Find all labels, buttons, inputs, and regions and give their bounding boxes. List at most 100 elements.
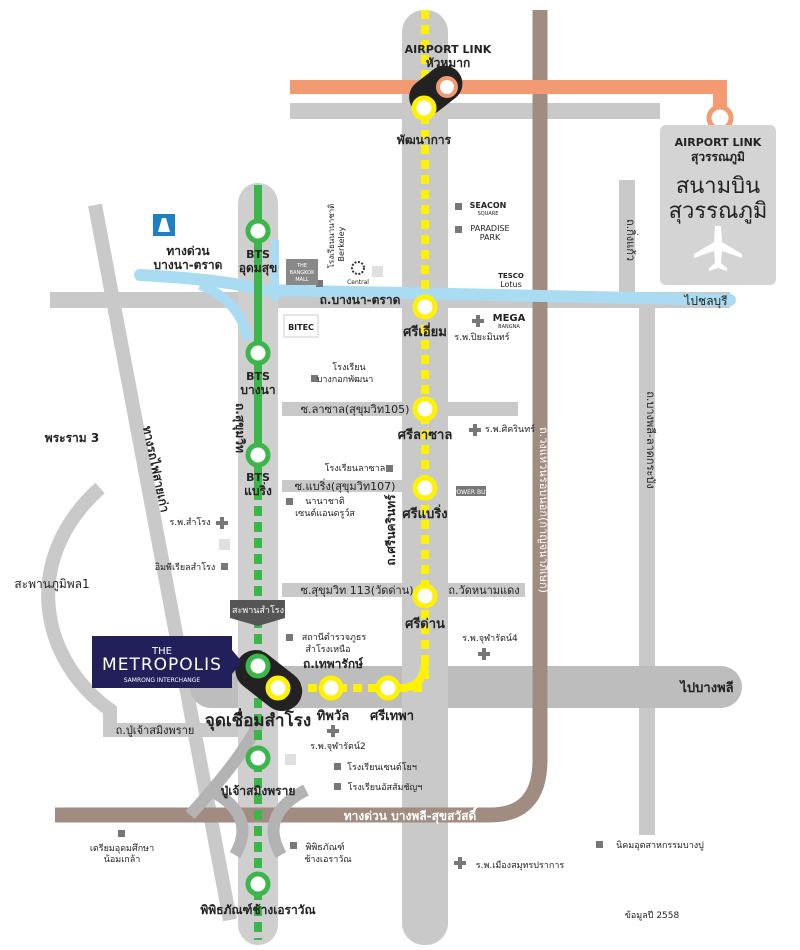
bangkok-mall-label-3: MALL bbox=[295, 277, 309, 283]
assumption-marker bbox=[334, 783, 341, 790]
sri-iam-label: ศรีเอี่ยม bbox=[403, 322, 447, 340]
police-marker bbox=[286, 634, 293, 641]
st-joseph-marker bbox=[334, 763, 341, 770]
sri-thepha-label: ศรีเทพา bbox=[370, 708, 414, 724]
st-joseph-label: โรงเรียนเซนต์โยฯ bbox=[347, 761, 417, 773]
interchange-ramps bbox=[185, 722, 309, 858]
chularat4-label: ร.พ.จุฬารัตน์4 bbox=[462, 632, 518, 644]
hospital-icon bbox=[469, 424, 481, 436]
station-sri-iam bbox=[412, 294, 438, 320]
assumption-label: โรงเรียนอัสสัมชัญฯ bbox=[348, 782, 423, 793]
st-andrews-label-2: เซนต์แอนดรูว์ส bbox=[295, 507, 355, 519]
expressway-bangna-label-1: ทางด่วน bbox=[166, 244, 210, 258]
to-chonburi-label: ไปชลบุรี bbox=[683, 294, 728, 309]
airport-box bbox=[660, 125, 776, 285]
bangkok-mall-label-2: BANGKOK bbox=[290, 270, 315, 276]
hospital-icon bbox=[327, 725, 339, 737]
expressway-bangphli-label: ทางด่วน บางพลี-สุขสวัสดิ์ bbox=[344, 807, 478, 824]
erawan-label-2: ช้างเอราวัณ bbox=[304, 854, 351, 865]
erawan-marker bbox=[290, 842, 297, 849]
bhumibol-bridge-label: สะพานภูมิพล1 bbox=[14, 577, 89, 592]
pu-chao-road-label: ถ.ปู่เจ้าสมิงพราย bbox=[116, 724, 195, 737]
triam-label-2: น้อมเกล้า bbox=[104, 854, 141, 865]
pattanakarn-station bbox=[411, 95, 437, 121]
berkeley-label-1: โรงเรียนนานาชาติ bbox=[326, 204, 336, 269]
brand-name: METROPOLIS bbox=[102, 655, 222, 675]
station-sri-bearing bbox=[412, 475, 438, 501]
triam-label-1: เตรียมอุดมศึกษา bbox=[90, 843, 154, 854]
muang-samut-label: ร.พ.เมืองสมุทรปราการ bbox=[476, 860, 565, 871]
lasalle-school-marker bbox=[386, 465, 393, 472]
sri-lasalle-label: ศรีลาซาล bbox=[398, 427, 453, 443]
samrong-interchange-label: จุดเชื่อมสำโรง bbox=[205, 708, 311, 731]
bts-bangna-label-1: BTS bbox=[246, 370, 270, 383]
bangkok-mall-label-1: THE bbox=[296, 263, 307, 269]
erawan-label-1: พิพิธภัณฑ์ bbox=[305, 841, 344, 853]
bangkok-pattana-label-1: โรงเรียน bbox=[332, 362, 365, 373]
samrong-hospital-icon bbox=[219, 539, 230, 550]
station-pu-chao bbox=[245, 745, 271, 771]
station-sri-thepha bbox=[375, 675, 401, 701]
tesco-label-1: TESCO bbox=[498, 272, 524, 280]
st-andrews-label-1: นานาชาติ bbox=[305, 496, 345, 507]
sukhumvit-label: ถ.สุขุมวิท bbox=[232, 403, 247, 453]
bts-stations bbox=[245, 218, 271, 897]
imperial-marker bbox=[221, 563, 228, 570]
bangna-trad-label: ถ.บางนา-ตราด bbox=[320, 293, 401, 307]
brand-tagline: SAMRONG INTERCHANGE bbox=[124, 677, 201, 684]
bangkok-pattana-label-2: บางกอกพัฒนา bbox=[317, 375, 374, 385]
station-bearing bbox=[245, 442, 271, 468]
police-label-2: สำโรงเหนือ bbox=[305, 644, 350, 655]
sukhumvit113-label: ซ.สุขุมวิท 113(วัดด่าน) bbox=[300, 584, 413, 597]
paradise-marker bbox=[455, 226, 462, 233]
hospital-icon bbox=[478, 648, 490, 660]
hospital-icon bbox=[454, 857, 466, 869]
hua-mak-airport-link-label: AIRPORT LINK bbox=[405, 43, 492, 56]
bangkok-pattana-marker bbox=[311, 375, 318, 382]
brand-name-small: THE bbox=[151, 646, 172, 657]
bangkok-mall-logo bbox=[286, 259, 318, 285]
sikarin-label: ร.พ.ศิครินทร์ bbox=[485, 423, 535, 435]
expressway-bangna-ramp bbox=[198, 280, 253, 342]
airport-name-line1: สนามบิน bbox=[676, 174, 760, 199]
bts-udomsuk-label-2: อุดมสุข bbox=[239, 261, 277, 276]
station-udomsuk bbox=[245, 218, 271, 244]
triam-marker bbox=[118, 830, 125, 837]
mega-label-2: BANGNA bbox=[498, 324, 520, 330]
seacon-marker bbox=[455, 203, 462, 210]
bangpoo-label: นิคมอุตสาหกรรมบางปู bbox=[616, 840, 704, 851]
bts-bearing-label-1: BTS bbox=[246, 471, 270, 484]
suvarnabhumi-station-label: สุวรรณภูมิ bbox=[691, 150, 745, 165]
outer-ring-label: ถ.วงแหวนรอบนอก(กาญจนาภิเษก) bbox=[537, 427, 550, 593]
samrong-bridge-marker bbox=[230, 600, 285, 626]
hospital-icon bbox=[216, 517, 228, 529]
piyamin-label: ร.พ.ปิยะมินทร์ bbox=[454, 331, 509, 343]
samrong-bridge-label: สะพานสำโรง bbox=[232, 605, 284, 616]
station-sri-dan bbox=[412, 583, 438, 609]
hospital-markers bbox=[216, 315, 490, 869]
imperial-label: อิมพีเรียลสำโรง bbox=[155, 562, 216, 573]
police-label-1: สถานีตำรวจภูธร bbox=[302, 632, 367, 643]
wat-nam-daeng-label: ถ.วัดหนามแดง bbox=[448, 584, 519, 597]
airplane-icon bbox=[694, 226, 742, 271]
central-label: Central bbox=[347, 279, 369, 286]
bts-bangna-label-2: บางนา bbox=[240, 383, 275, 397]
king-kaew-label: ถ.กิ่งแก้ว bbox=[624, 219, 639, 261]
station-bangna bbox=[245, 340, 271, 366]
paradise-label-2: PARK bbox=[480, 233, 501, 242]
station-sri-lasalle bbox=[412, 396, 438, 422]
berkeley-label-2: Berkeley bbox=[337, 226, 346, 261]
expressway-icon bbox=[153, 214, 175, 236]
lasalle-road-label: ซ.ลาซาล(สุขุมวิท105) bbox=[301, 403, 410, 416]
station-thipphawan bbox=[318, 675, 344, 701]
hua-mak-label: หัวหมาก bbox=[426, 56, 470, 70]
tesco-label-2: Lotus bbox=[500, 280, 522, 289]
mega-label-1: MEGA bbox=[493, 313, 526, 324]
metropolis-badge bbox=[92, 636, 232, 688]
rama3-label: พระราม 3 bbox=[45, 431, 99, 445]
powerbuy-label: POWER BUY bbox=[453, 489, 490, 496]
to-bangphli-label: ไปบางพลี bbox=[678, 679, 733, 696]
bangpoo-marker bbox=[596, 841, 603, 848]
outer-ring-road bbox=[55, 10, 548, 823]
